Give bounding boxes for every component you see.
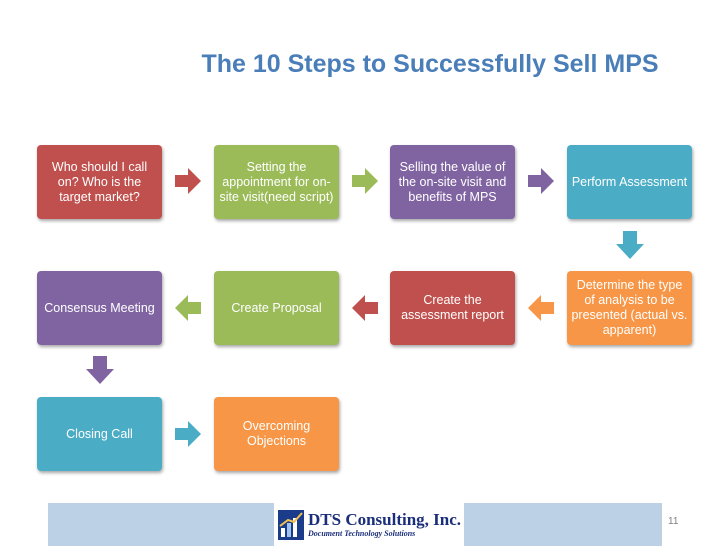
step-box-4: Perform Assessment — [567, 145, 692, 219]
step-label-8: Consensus Meeting — [44, 300, 155, 315]
arrow-right-2 — [352, 168, 378, 194]
page-number: 11 — [668, 516, 679, 527]
step-label-4: Perform Assessment — [571, 174, 688, 189]
step-box-9: Closing Call — [37, 397, 162, 471]
arrow-right-1 — [175, 168, 201, 194]
step-label-3: Selling the value of the on-site visit a… — [398, 159, 507, 204]
step-box-1: Who should I call on? Who is the target … — [37, 145, 162, 219]
arrow-left-5 — [528, 295, 554, 321]
step-box-7: Create Proposal — [214, 271, 339, 345]
arrow-down-4 — [616, 231, 644, 259]
arrow-left-7 — [175, 295, 201, 321]
arrow-right-3 — [528, 168, 554, 194]
step-label-1: Who should I call on? Who is the target … — [51, 159, 148, 204]
step-label-7: Create Proposal — [231, 300, 322, 315]
step-label-10: Overcoming Objections — [242, 419, 311, 448]
company-logo: DTS Consulting, Inc. Document Technology… — [274, 503, 464, 546]
step-label-5: Determine the type of analysis to be pre… — [571, 278, 688, 337]
logo-name: DTS Consulting, Inc. — [308, 509, 462, 529]
step-box-10: Overcoming Objections — [214, 397, 339, 471]
arrow-right-9 — [175, 421, 201, 447]
step-label-9: Closing Call — [66, 426, 133, 441]
step-box-6: Create the assessment report — [390, 271, 515, 345]
step-box-8: Consensus Meeting — [37, 271, 162, 345]
logo-mark-icon — [278, 509, 304, 540]
step-label-6: Create the assessment report — [401, 293, 504, 322]
step-label-2: Setting the appointment for on-site visi… — [219, 159, 334, 204]
arrow-down-8 — [86, 356, 114, 384]
step-box-5: Determine the type of analysis to be pre… — [567, 271, 692, 345]
step-box-2: Setting the appointment for on-site visi… — [214, 145, 339, 219]
step-box-3: Selling the value of the on-site visit a… — [390, 145, 515, 219]
logo-tagline: Document Technology Solutions — [308, 528, 416, 538]
slide-title: The 10 Steps to Successfully Sell MPS — [201, 50, 659, 78]
arrow-left-6 — [352, 295, 378, 321]
